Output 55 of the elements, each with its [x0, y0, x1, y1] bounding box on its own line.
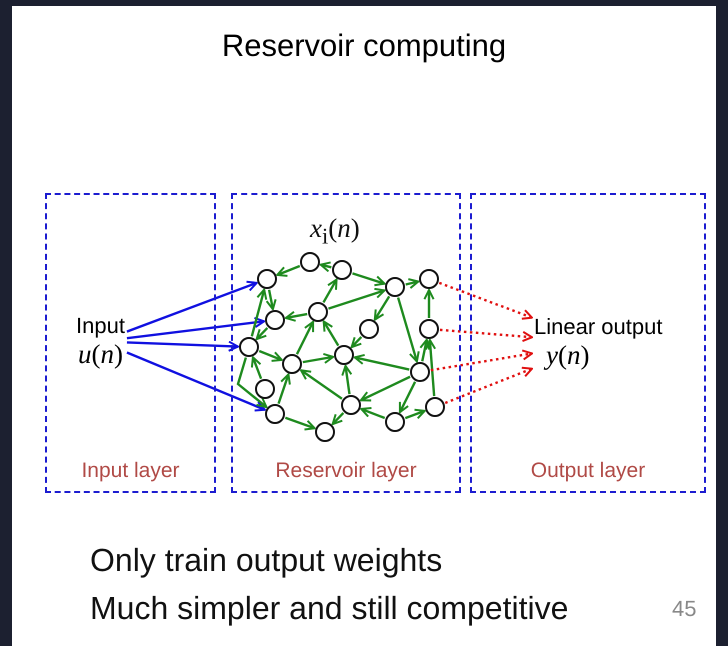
- arrow: [126, 280, 258, 333]
- arrow: [126, 316, 266, 340]
- arrow: [350, 336, 362, 348]
- arrow: [341, 364, 352, 394]
- arrow: [277, 373, 291, 404]
- dashed-layer-box: [45, 193, 216, 493]
- arrow: [258, 350, 283, 362]
- arrow: [322, 320, 340, 346]
- arrow: [126, 351, 266, 412]
- arrow: [266, 290, 277, 310]
- arrow: [423, 289, 435, 318]
- arrow: [296, 320, 314, 355]
- node-label: Input: [76, 313, 125, 339]
- arrow: [332, 412, 344, 426]
- arrow: [236, 357, 268, 408]
- arrow: [396, 297, 420, 362]
- arrow: [404, 408, 426, 420]
- arrow: [374, 296, 390, 321]
- arrow: [354, 354, 410, 371]
- dashed-layer-box: [231, 193, 461, 493]
- bullet-text: Only train output weights: [90, 542, 442, 579]
- dotted-arrow: [438, 282, 533, 320]
- layer-label: Input layer: [80, 459, 181, 483]
- arrow: [256, 327, 268, 340]
- arrow: [352, 272, 386, 286]
- layer-label: Reservoir layer: [274, 459, 418, 483]
- math-expression: u(n): [76, 339, 124, 370]
- arrow: [250, 356, 262, 380]
- arrow: [126, 340, 240, 352]
- arrow: [424, 338, 436, 396]
- slide-title: Reservoir computing: [220, 28, 508, 64]
- math-expression: x$_{i}$(n): [310, 213, 360, 250]
- dotted-arrow: [430, 349, 533, 372]
- dotted-arrow: [444, 366, 533, 404]
- arrow: [322, 278, 338, 304]
- arrow: [419, 338, 430, 362]
- arrow: [302, 352, 334, 364]
- page-number: 45: [672, 596, 696, 622]
- arrow: [276, 264, 300, 277]
- arrow: [284, 416, 316, 430]
- arrow: [360, 376, 411, 402]
- dotted-arrow: [440, 328, 533, 342]
- dashed-layer-box: [470, 193, 706, 493]
- arrow: [284, 310, 308, 322]
- bullet-text: Much simpler and still competitive: [90, 590, 568, 627]
- arrow: [328, 288, 386, 310]
- arrow: [360, 406, 386, 420]
- arrow: [250, 288, 268, 337]
- math-expression: y(n): [534, 340, 662, 371]
- arrow: [398, 381, 416, 414]
- arrow: [320, 261, 332, 272]
- layer-label: Output layer: [530, 459, 646, 483]
- arrow: [405, 278, 420, 290]
- node-label: Linear output: [534, 314, 662, 340]
- arrow: [300, 369, 343, 400]
